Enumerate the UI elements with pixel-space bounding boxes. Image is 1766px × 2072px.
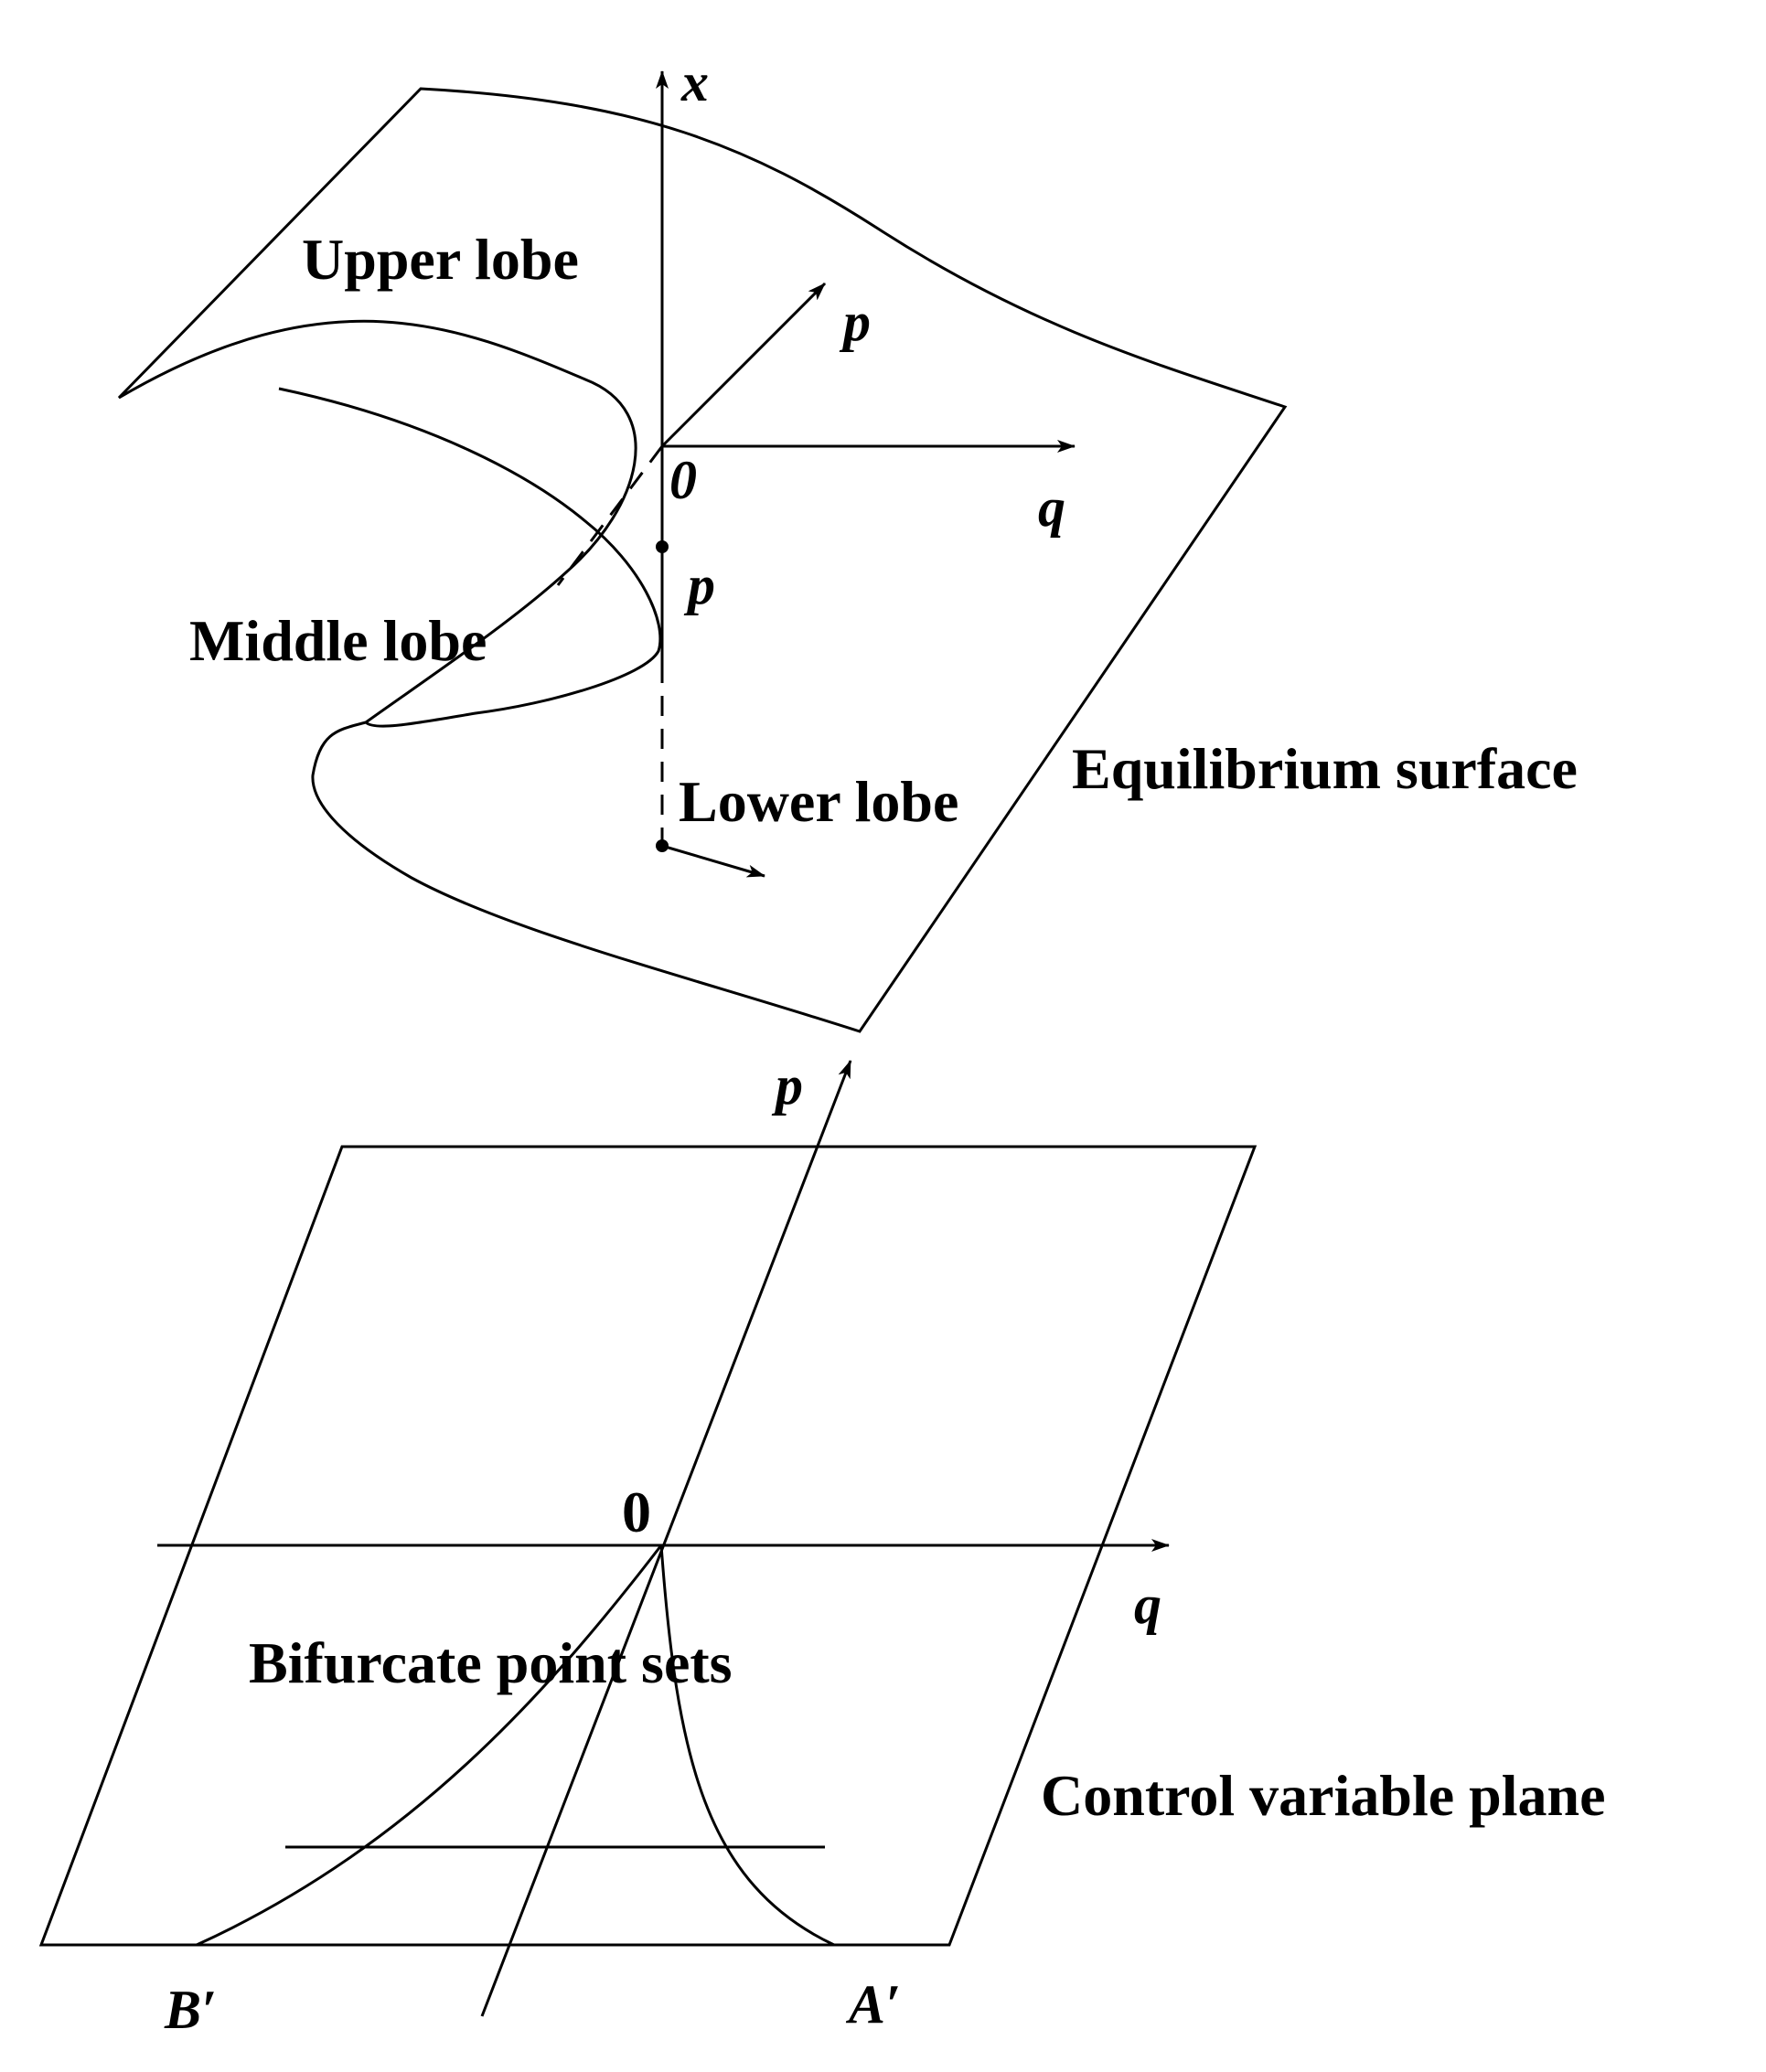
point-p-marker: [656, 540, 669, 553]
bifurcation-curve-left: [196, 1544, 663, 1947]
point-a-label: A′: [845, 1974, 901, 2035]
p-axis-lower: [480, 1060, 852, 2017]
p-axis-label-lower: p: [771, 1055, 803, 1116]
control-plane-outline: [38, 1145, 1258, 1947]
fold-curve-front: [278, 387, 662, 728]
control-plane-group: p q 0 Bifurcate point sets Control varia…: [38, 1055, 1606, 2040]
hidden-p-axis: [556, 445, 664, 586]
p-axis-label-upper: p: [839, 292, 871, 352]
point-p-label: p: [683, 555, 715, 615]
middle-lobe-label: Middle lobe: [189, 608, 487, 673]
bifurcation-label: Bifurcate point sets: [249, 1630, 733, 1695]
q-axis-label-upper: q: [1038, 477, 1065, 538]
bifurcation-curve-right: [659, 1544, 835, 1947]
origin-label-lower: 0: [622, 1479, 651, 1544]
origin-label-upper: 0: [669, 450, 697, 510]
p-axis-upper: [660, 282, 827, 448]
equilibrium-surface-title: Equilibrium surface: [1072, 736, 1578, 801]
point-b-label: B′: [164, 1980, 217, 2040]
control-plane-title: Control variable plane: [1041, 1763, 1606, 1828]
equilibrium-surface-group: x p q 0 p Upper lobe Middle lobe Lower l…: [117, 52, 1578, 1033]
lower-point-arrow: [661, 844, 765, 878]
equilibrium-surface-outline: [117, 87, 1288, 1033]
x-axis-label: x: [680, 52, 709, 112]
upper-lobe-label: Upper lobe: [302, 227, 579, 292]
q-axis-label-lower: q: [1134, 1575, 1161, 1635]
lower-lobe-label: Lower lobe: [679, 769, 958, 834]
